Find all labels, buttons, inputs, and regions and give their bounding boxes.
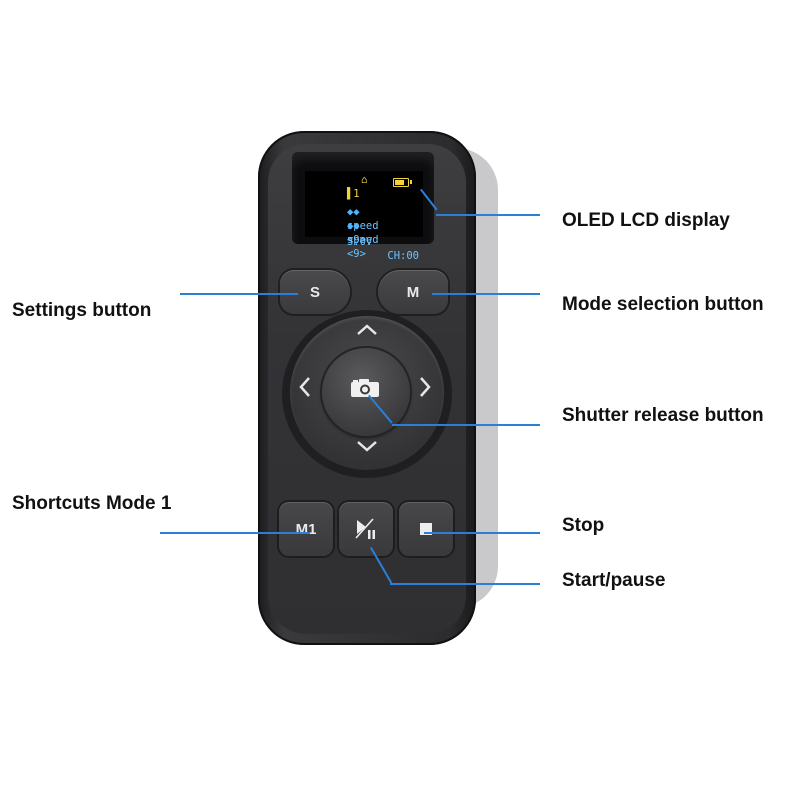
shortcut-m1-button[interactable]: M1: [279, 502, 333, 556]
voltage-readout: 3.0V: [346, 236, 373, 248]
settings-button[interactable]: S: [280, 270, 350, 314]
battery-icon: [393, 178, 412, 187]
play-pause-icon: [355, 518, 375, 539]
mode-callout-line: [432, 293, 540, 295]
screen-speed-row-1: ◆◆ speed <9>: [346, 206, 379, 246]
settings-label: Settings button: [12, 300, 152, 321]
screen-status-row: ▌1 ⌂: [309, 173, 419, 243]
stop-button[interactable]: [399, 502, 453, 556]
screen-footer-row: 3.0V CH:00: [309, 221, 419, 277]
oled-callout-line: [436, 214, 540, 216]
oled-label: OLED LCD display: [562, 210, 730, 231]
oled-display: ▌1 ⌂ ◆◆ speed <9> ◆◆ speed <9> 3.0V CH:0…: [305, 171, 423, 262]
lock-icon: ⌂: [361, 174, 368, 186]
shutter-callout-line: [392, 424, 540, 426]
camera-icon: [350, 378, 380, 398]
shortcuts-callout-line: [160, 532, 310, 534]
start-pause-callout-line: [390, 583, 540, 585]
tilt-arrows-icon: ◆◆: [346, 220, 360, 232]
start-pause-label: Start/pause: [562, 570, 666, 591]
shortcuts-label: Shortcuts Mode 1: [12, 493, 172, 514]
mode-selection-button[interactable]: M: [378, 270, 448, 314]
channel-readout: CH:00: [387, 250, 419, 262]
screen-speed-row-2: ◆◆ speed <9>: [346, 220, 379, 260]
stop-callout-line: [424, 532, 540, 534]
right-arrow-icon[interactable]: [414, 375, 438, 403]
down-arrow-icon[interactable]: [355, 436, 379, 458]
pan-arrows-icon: ◆◆: [346, 206, 360, 218]
channel-icon: ▌1: [346, 188, 360, 200]
start-pause-button[interactable]: [339, 502, 393, 556]
shutter-label: Shutter release button: [562, 405, 764, 426]
settings-callout-line: [180, 293, 298, 295]
mode-label: Mode selection button: [562, 294, 764, 315]
up-arrow-icon[interactable]: [355, 318, 379, 340]
left-arrow-icon[interactable]: [292, 375, 316, 403]
stop-label: Stop: [562, 515, 605, 536]
